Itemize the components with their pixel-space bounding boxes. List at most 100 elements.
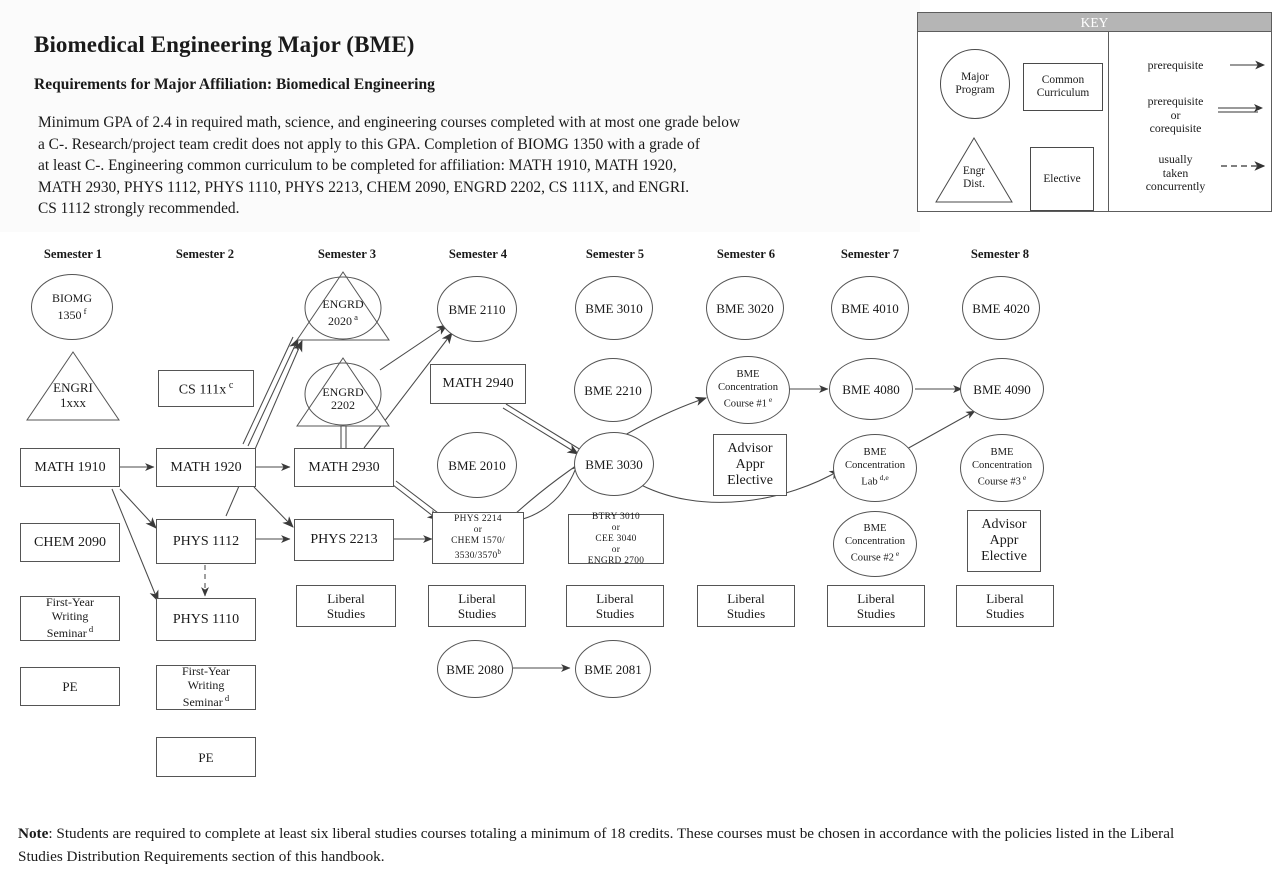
node-pe-s2[interactable]: PE: [156, 737, 256, 777]
key-shape-elective: Elective: [1030, 147, 1094, 211]
node-footnote-marker: d: [222, 693, 230, 704]
node-pe-s1[interactable]: PE: [20, 667, 120, 706]
node-math-1920[interactable]: MATH 1920: [156, 448, 256, 487]
semester-header-3: Semester 3: [317, 247, 377, 261]
node-label: BME 3020: [716, 300, 774, 316]
semester-header-7: Semester 7: [840, 247, 900, 261]
node-footnote-marker: d: [86, 624, 94, 635]
node-label: BME 4090: [973, 381, 1031, 397]
key-shape-engr-dist-icon: [935, 137, 1013, 203]
paragraph-line: CS 1112 strongly recommended.: [38, 200, 240, 218]
node-bme-2110[interactable]: BME 2110: [437, 276, 517, 342]
semester-header-1: Semester 1: [43, 247, 103, 261]
paragraph-line: at least C-. Engineering common curricul…: [38, 157, 677, 175]
node-math-1910[interactable]: MATH 1910: [20, 448, 120, 487]
node-phys-2213[interactable]: PHYS 2213: [294, 519, 394, 561]
node-bme-3020[interactable]: BME 3020: [706, 276, 784, 340]
node-label: BME 2080: [446, 661, 504, 677]
node-bme-2081[interactable]: BME 2081: [575, 640, 651, 698]
semester-header-2: Semester 2: [175, 247, 235, 261]
node-label: BME 2081: [584, 661, 642, 677]
header-band: [0, 0, 920, 232]
node-footnote-marker: e: [893, 548, 900, 558]
node-label: BME 2010: [448, 457, 506, 473]
semester-header-4: Semester 4: [448, 247, 508, 261]
node-phys-1110[interactable]: PHYS 1110: [156, 598, 256, 641]
node-bme-4080[interactable]: BME 4080: [829, 358, 913, 420]
paragraph-line: Minimum GPA of 2.4 in required math, sci…: [38, 114, 741, 131]
node-chem-2090[interactable]: CHEM 2090: [20, 523, 120, 562]
node-label: BME 3010: [585, 300, 643, 316]
node-bme-4020[interactable]: BME 4020: [962, 276, 1040, 340]
node-label: MATH 2930: [308, 459, 380, 475]
node-label: BME 2210: [584, 382, 642, 398]
paragraph-line: a C-. Research/project team credit does …: [38, 135, 700, 153]
requirements-paragraph: Minimum GPA of 2.4 in required math, sci…: [38, 112, 898, 220]
node-bme-2210[interactable]: BME 2210: [574, 358, 652, 422]
page-title: Biomedical Engineering Major (BME): [34, 32, 415, 57]
node-bme-3030[interactable]: BME 3030: [574, 432, 654, 496]
footer-note-text: : Students are required to complete at l…: [18, 825, 1175, 865]
node-bme-2080[interactable]: BME 2080: [437, 640, 513, 698]
node-label: PHYS 1112: [172, 533, 240, 549]
node-label: CS 111x c: [178, 380, 234, 398]
node-math-2940[interactable]: MATH 2940: [430, 364, 526, 404]
footer-note: Note: Students are required to complete …: [18, 822, 1178, 868]
node-label: PE: [198, 749, 214, 765]
node-footnote-marker: c: [226, 380, 234, 392]
node-label: BME 2110: [448, 301, 506, 317]
node-label: PHYS 1110: [172, 611, 240, 627]
page-subtitle: Requirements for Major Affiliation: Biom…: [34, 76, 435, 93]
node-bme-4010[interactable]: BME 4010: [831, 276, 909, 340]
node-cs-111x[interactable]: CS 111x c: [158, 370, 254, 407]
node-label: PHYS 2213: [310, 532, 378, 547]
node-bme-2010[interactable]: BME 2010: [437, 432, 517, 498]
node-phys-1112[interactable]: PHYS 1112: [156, 519, 256, 564]
node-label: BME 3030: [585, 456, 643, 472]
node-label: MATH 1920: [170, 459, 242, 475]
node-label: BME 4010: [841, 300, 899, 316]
node-bme-3010[interactable]: BME 3010: [575, 276, 653, 340]
node-bme-4090[interactable]: BME 4090: [960, 358, 1044, 420]
node-math-2930[interactable]: MATH 2930: [294, 448, 394, 487]
